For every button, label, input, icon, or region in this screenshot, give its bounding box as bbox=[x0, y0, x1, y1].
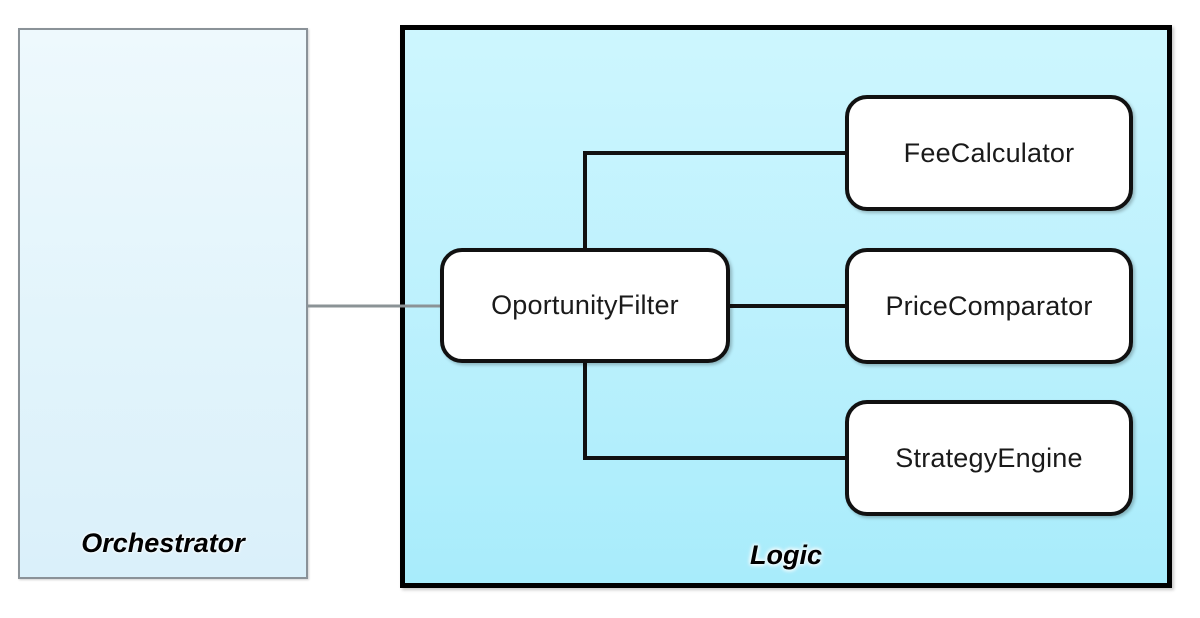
node-fee-calculator-label: FeeCalculator bbox=[903, 137, 1075, 168]
node-strategy-engine[interactable]: StrategyEngine bbox=[845, 400, 1133, 516]
node-strategy-engine-label: StrategyEngine bbox=[895, 442, 1083, 473]
container-orchestrator-label: Orchestrator bbox=[81, 528, 245, 558]
node-price-comparator-label: PriceComparator bbox=[885, 290, 1093, 321]
node-price-comparator[interactable]: PriceComparator bbox=[845, 248, 1133, 364]
container-logic-label: Logic bbox=[750, 540, 822, 570]
node-fee-calculator[interactable]: FeeCalculator bbox=[845, 95, 1133, 211]
node-opportunity-filter-label: OportunityFilter bbox=[491, 290, 679, 320]
container-orchestrator[interactable]: Orchestrator bbox=[18, 28, 308, 579]
node-opportunity-filter[interactable]: OportunityFilter bbox=[440, 248, 730, 363]
